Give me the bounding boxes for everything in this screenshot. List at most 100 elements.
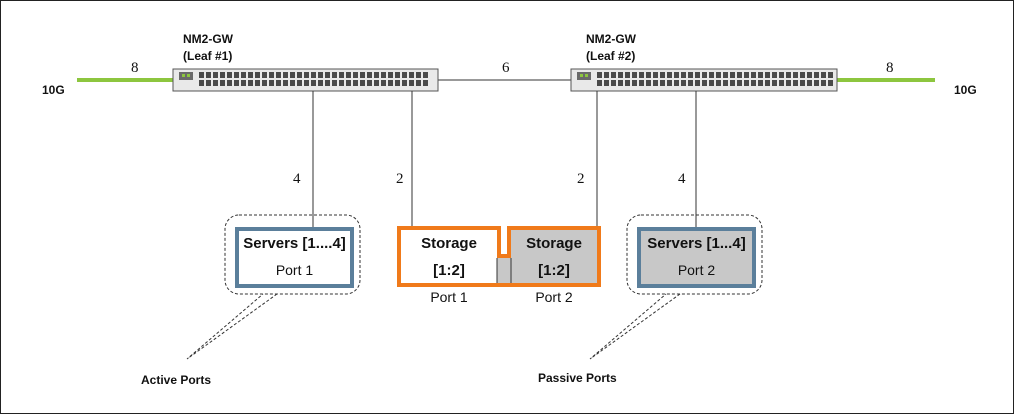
leaf2-storage-count: 2 bbox=[577, 171, 585, 187]
passive-servers-port: Port 2 bbox=[677, 262, 716, 278]
switch-port bbox=[632, 72, 637, 78]
switch-port bbox=[800, 80, 805, 86]
switch-port bbox=[241, 80, 246, 86]
switch-port bbox=[786, 80, 791, 86]
leaf1-servers-count: 4 bbox=[293, 171, 301, 187]
switch-port bbox=[311, 72, 316, 78]
switch-port bbox=[346, 80, 351, 86]
switch-port bbox=[681, 80, 686, 86]
switch-port bbox=[325, 72, 330, 78]
switch-port bbox=[723, 80, 728, 86]
switch-port bbox=[255, 80, 260, 86]
passive-servers-title: Servers [1...4] bbox=[647, 235, 746, 252]
switch-port bbox=[765, 72, 770, 78]
switch-port bbox=[269, 80, 274, 86]
switch-port bbox=[241, 72, 246, 78]
switch-port bbox=[402, 80, 407, 86]
switch-port bbox=[367, 80, 372, 86]
switch-port bbox=[199, 80, 204, 86]
switch-port bbox=[744, 80, 749, 86]
switch-port bbox=[702, 72, 707, 78]
switch-port bbox=[213, 80, 218, 86]
switch-port bbox=[283, 80, 288, 86]
switch-port bbox=[367, 72, 372, 78]
leaf2-role: (Leaf #2) bbox=[586, 49, 636, 63]
switch-port bbox=[800, 72, 805, 78]
switch-port bbox=[737, 72, 742, 78]
switch-port bbox=[206, 80, 211, 86]
leaf1-switch bbox=[172, 68, 439, 92]
switch-port bbox=[318, 80, 323, 86]
switch-port bbox=[744, 72, 749, 78]
switch-port bbox=[793, 80, 798, 86]
switch-port bbox=[248, 72, 253, 78]
passive-ports-callout: Passive Ports bbox=[538, 371, 617, 385]
switch-port bbox=[758, 80, 763, 86]
switch-port bbox=[646, 80, 651, 86]
storage-outline bbox=[397, 226, 601, 287]
switch-port bbox=[332, 72, 337, 78]
switch-port bbox=[339, 80, 344, 86]
storage-port2-fill bbox=[497, 230, 597, 283]
switch-port bbox=[297, 72, 302, 78]
switch-port bbox=[388, 80, 393, 86]
leaf1-storage-count: 2 bbox=[396, 171, 404, 187]
leaf2-switch bbox=[570, 68, 838, 92]
switch-port bbox=[688, 72, 693, 78]
switch-port bbox=[199, 72, 204, 78]
storage-right-range: [1:2] bbox=[538, 262, 570, 279]
switch-port bbox=[688, 80, 693, 86]
switch-port bbox=[611, 72, 616, 78]
switch-port bbox=[646, 72, 651, 78]
switch-port bbox=[262, 80, 267, 86]
passive-callout-lines bbox=[589, 293, 681, 360]
switch-port bbox=[332, 80, 337, 86]
storage-right-title: Storage bbox=[526, 235, 582, 252]
switch-port bbox=[674, 80, 679, 86]
switch-port bbox=[814, 80, 819, 86]
leaf2-servers-count: 4 bbox=[678, 171, 686, 187]
passive-servers-dashed-outline bbox=[626, 214, 763, 295]
switch-port bbox=[290, 72, 295, 78]
switch-port bbox=[206, 72, 211, 78]
switch-port bbox=[339, 72, 344, 78]
switch-port bbox=[716, 80, 721, 86]
switch-port bbox=[416, 72, 421, 78]
switch-port bbox=[402, 72, 407, 78]
switch-port bbox=[828, 72, 833, 78]
interswitch-count: 6 bbox=[502, 60, 510, 76]
active-ports-callout: Active Ports bbox=[141, 373, 212, 387]
switch-port bbox=[346, 72, 351, 78]
switch-port bbox=[779, 72, 784, 78]
switch-port bbox=[695, 80, 700, 86]
switch-port bbox=[639, 80, 644, 86]
leaf1-name: NM2-GW bbox=[183, 32, 233, 46]
switch-port bbox=[597, 72, 602, 78]
switch-port bbox=[653, 80, 658, 86]
switch-port bbox=[807, 80, 812, 86]
switch-port bbox=[674, 72, 679, 78]
switch-port bbox=[220, 72, 225, 78]
leaf1-role: (Leaf #1) bbox=[183, 49, 233, 63]
active-servers-box bbox=[235, 227, 354, 288]
switch-port bbox=[730, 80, 735, 86]
switch-port bbox=[751, 72, 756, 78]
active-servers-port: Port 1 bbox=[275, 262, 314, 278]
switch-port bbox=[730, 72, 735, 78]
switch-port bbox=[416, 80, 421, 86]
switch-port bbox=[423, 72, 428, 78]
switch-port bbox=[660, 80, 665, 86]
switch-port bbox=[248, 80, 253, 86]
switch-port bbox=[374, 80, 379, 86]
switch-port bbox=[234, 80, 239, 86]
switch-port bbox=[681, 72, 686, 78]
switch-port bbox=[276, 80, 281, 86]
switch-port bbox=[828, 80, 833, 86]
switch-port bbox=[311, 80, 316, 86]
switch-port bbox=[821, 80, 826, 86]
switch-port bbox=[667, 80, 672, 86]
switch-port bbox=[262, 72, 267, 78]
switch-port bbox=[709, 80, 714, 86]
